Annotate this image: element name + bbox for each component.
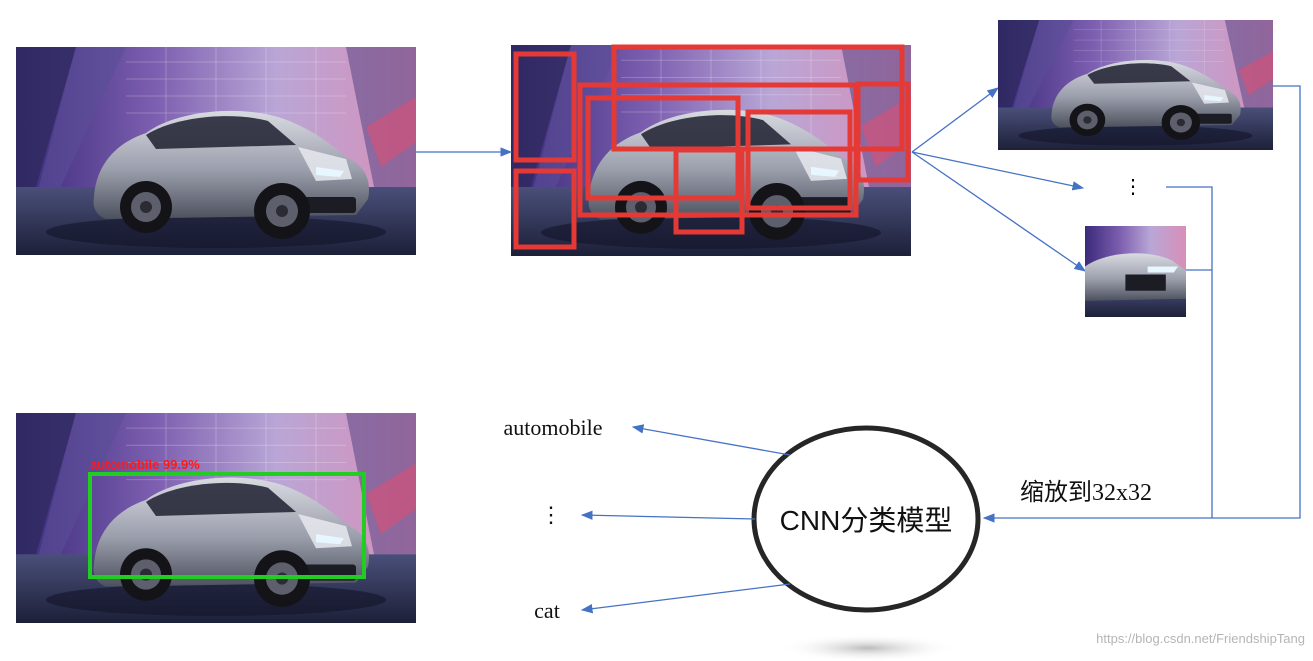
connector-ellipsis-to-model	[1166, 186, 1213, 518]
proposal-box	[745, 109, 853, 211]
output-label-automobile: automobile	[504, 415, 603, 440]
proposal-box	[513, 168, 577, 250]
output-label-cat: cat	[534, 598, 560, 623]
region-proposal-boxes	[513, 44, 911, 250]
arrow-model-to-cat	[580, 583, 791, 614]
arrow-to-candidate-ellipsis	[911, 151, 1085, 191]
cnn-model-label: CNN分类模型	[780, 505, 953, 536]
input-image	[16, 47, 416, 255]
candidates-ellipsis: ⋮	[1123, 176, 1143, 198]
connector-crop1-to-model	[982, 85, 1301, 523]
arrow-model-to-automobile	[631, 424, 791, 456]
arrow-model-to-ellipsis	[580, 510, 756, 520]
proposal-box	[855, 81, 911, 183]
detection-label: automobile 99.9%	[90, 457, 200, 472]
candidate-crop-2	[1085, 226, 1186, 317]
model-shadow	[778, 634, 958, 661]
output-label-ellipsis: ⋮	[540, 502, 562, 527]
arrow-to-candidate-2	[911, 151, 1086, 272]
detection-result-image	[16, 413, 416, 623]
proposal-box	[673, 147, 745, 235]
detection-box	[88, 472, 366, 579]
resize-label: 缩放到32x32	[1020, 479, 1152, 506]
proposal-box	[513, 51, 577, 163]
watermark: https://blog.csdn.net/FriendshipTang	[1096, 631, 1305, 646]
arrow-to-candidate-1	[911, 87, 999, 153]
candidate-crop-1	[998, 20, 1273, 150]
